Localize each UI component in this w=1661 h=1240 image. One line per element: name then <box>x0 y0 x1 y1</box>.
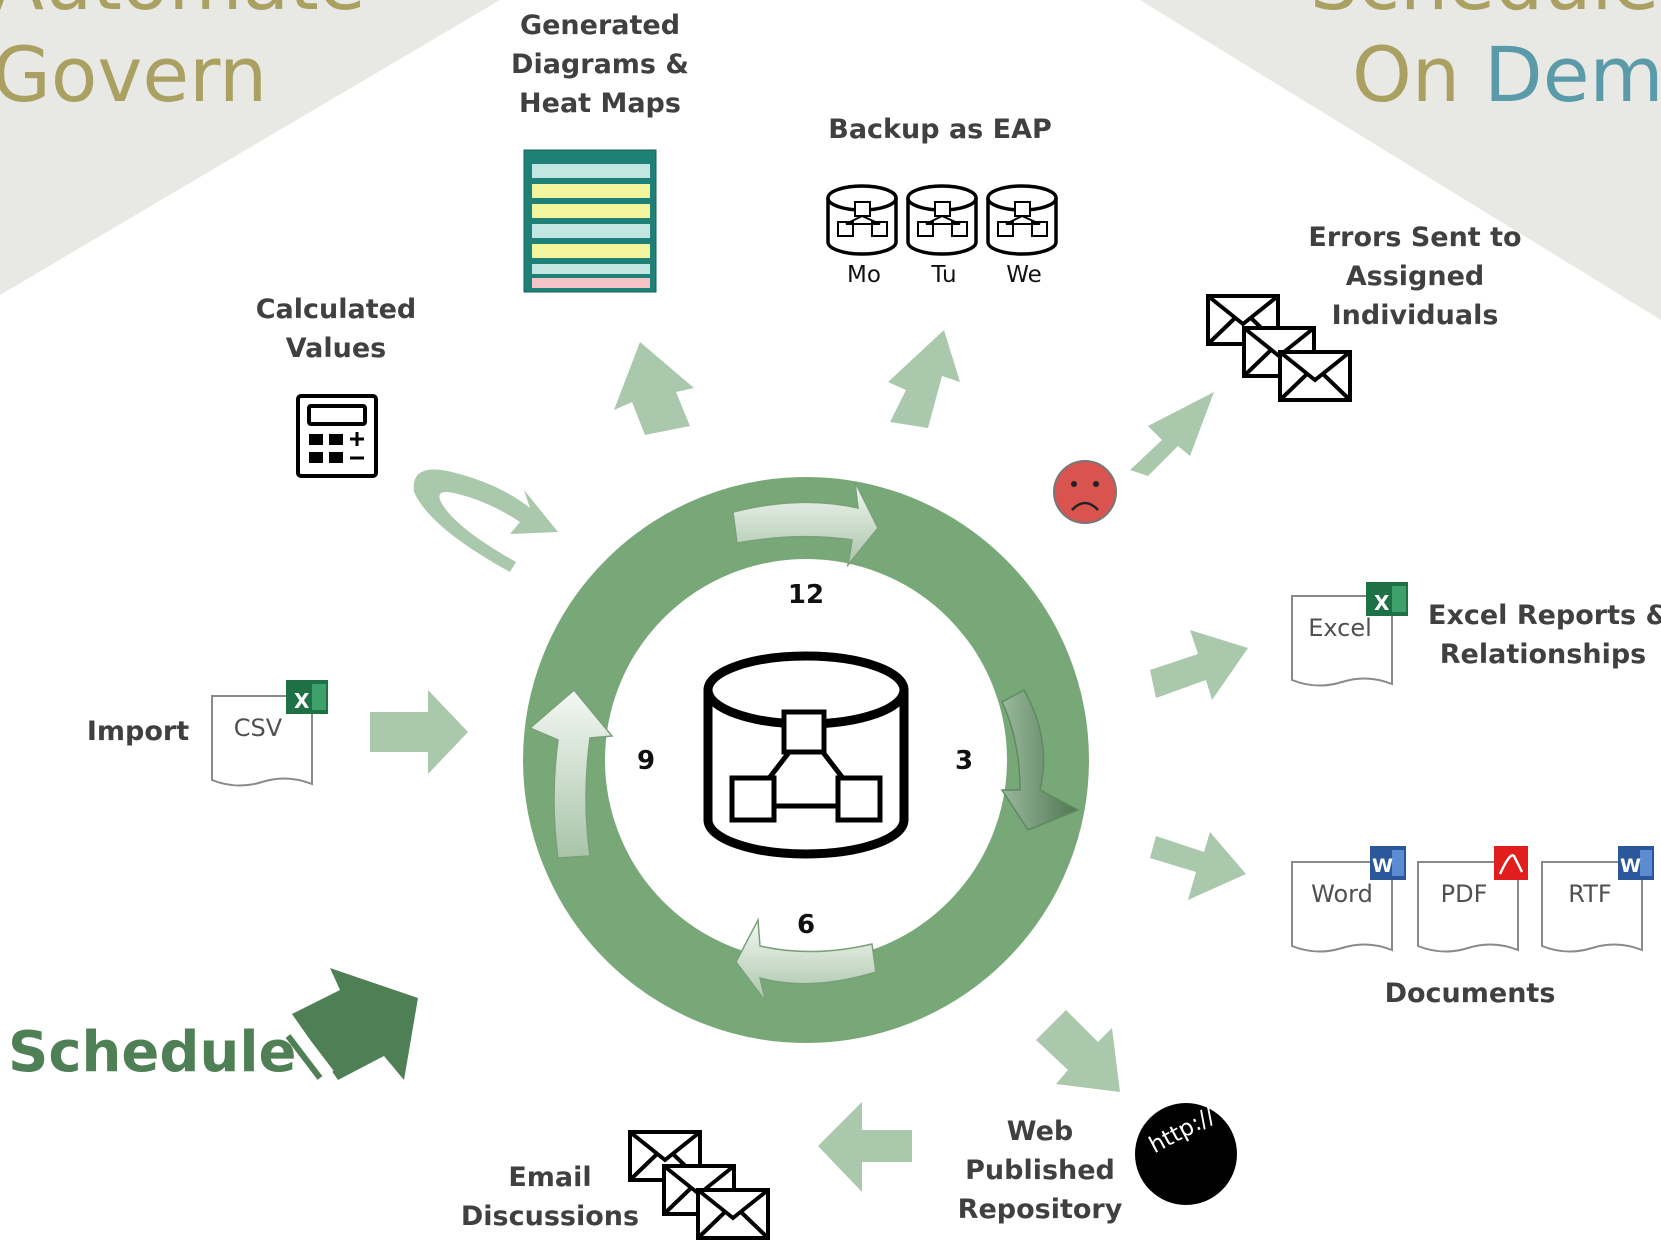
heading-right-top: Scheduled <box>1310 0 1661 27</box>
calculated-line-2: Values <box>285 333 387 364</box>
pdf-badge-icon <box>1494 846 1528 880</box>
word-badge-icon-2: W <box>1618 846 1654 880</box>
heading-on-demand: On Demand <box>1352 30 1661 119</box>
calculated-values-label: Calculated Values <box>236 290 436 368</box>
web-line-2: Published <box>965 1155 1115 1186</box>
excel-reports-label: Excel Reports & Relationships <box>1428 596 1661 674</box>
schedule-label: Schedule <box>8 1020 297 1085</box>
calculated-line-1: Calculated <box>255 294 417 325</box>
email-line-2: Discussions <box>460 1201 640 1232</box>
error-envelope-icon-3 <box>1278 350 1352 402</box>
web-line-3: Repository <box>957 1194 1123 1225</box>
svg-text:W: W <box>1372 855 1393 877</box>
rtf-text: RTF <box>1568 880 1612 908</box>
web-repository-label: Web Published Repository <box>930 1112 1150 1229</box>
svg-text:W: W <box>1620 855 1641 877</box>
errors-label: Errors Sent to Assigned Individuals <box>1300 218 1530 335</box>
email-envelope-icon-3 <box>696 1188 770 1240</box>
errors-line-2: Assigned <box>1345 261 1485 292</box>
heading-left-top: Automate <box>0 0 366 27</box>
backup-db-tu-icon <box>906 184 978 256</box>
pdf-text: PDF <box>1440 880 1488 908</box>
arrow-to-email <box>818 1102 912 1192</box>
generated-line-2: Diagrams & <box>511 49 689 80</box>
word-text: Word <box>1311 880 1373 908</box>
generated-line-1: Generated <box>519 10 681 41</box>
ring-arrow-top <box>732 481 879 568</box>
arrow-to-backup <box>888 330 960 428</box>
database-icon <box>703 651 909 859</box>
svg-text:X: X <box>1374 591 1390 615</box>
csv-text: CSV <box>233 714 283 742</box>
heading-demand-word: Demand <box>1484 30 1661 119</box>
heading-govern: Govern <box>0 30 268 119</box>
documents-label: Documents <box>1384 978 1556 1009</box>
schedule-arrow <box>292 968 418 1080</box>
arrow-to-errors <box>1130 392 1214 476</box>
clock-number-3: 3 <box>954 746 974 776</box>
backup-db-mo-icon <box>826 184 898 256</box>
right-banner <box>1140 0 1661 320</box>
calculator-icon <box>296 394 378 478</box>
import-label: Import <box>86 716 190 747</box>
clock-number-6: 6 <box>796 910 816 940</box>
sad-face-icon <box>1053 460 1117 524</box>
svg-text:X: X <box>294 689 310 713</box>
backup-label: Backup as EAP <box>828 114 1052 145</box>
ring-arrow-left <box>528 688 614 859</box>
arrow-to-web <box>1036 1010 1120 1092</box>
email-line-1: Email <box>508 1162 592 1193</box>
web-line-1: Web <box>1006 1116 1074 1147</box>
generated-line-3: Heat Maps <box>519 88 681 119</box>
excel-reports-line-2: Relationships <box>1439 639 1647 670</box>
loop-arrow <box>413 469 558 572</box>
excel-text: Excel <box>1308 614 1372 642</box>
excel-badge-icon-2: X <box>1366 582 1408 616</box>
schedule-arrow-stripe-2 <box>285 1034 323 1080</box>
clock-number-12: 12 <box>787 580 825 610</box>
excel-reports-line-1: Excel Reports & <box>1428 600 1661 631</box>
left-banner <box>0 0 500 295</box>
clock-number-9: 9 <box>636 746 656 776</box>
day-we: We <box>1006 262 1042 288</box>
arrow-to-excel <box>1150 630 1248 700</box>
excel-badge-icon: X <box>286 680 328 714</box>
schedule-arrow-stripe <box>298 1028 334 1074</box>
errors-line-1: Errors Sent to <box>1308 222 1522 253</box>
heading-on-word: On <box>1352 30 1460 119</box>
day-mo: Mo <box>847 262 881 288</box>
ring-arrow-bottom <box>735 917 877 1003</box>
generated-diagrams-label: Generated Diagrams & Heat Maps <box>480 6 720 123</box>
arrow-to-documents <box>1150 832 1246 900</box>
heat-map-thumbnail <box>523 149 657 293</box>
errors-line-3: Individuals <box>1331 300 1499 331</box>
arrow-to-diagrams <box>614 342 694 435</box>
ring-arrow-right <box>1000 688 1080 831</box>
backup-db-we-icon <box>986 184 1058 256</box>
word-badge-icon: W <box>1370 846 1406 880</box>
arrow-from-import <box>370 690 468 774</box>
email-discussions-label: Email Discussions <box>460 1158 640 1236</box>
day-tu: Tu <box>931 262 957 288</box>
globe-http-icon <box>1135 1103 1237 1205</box>
